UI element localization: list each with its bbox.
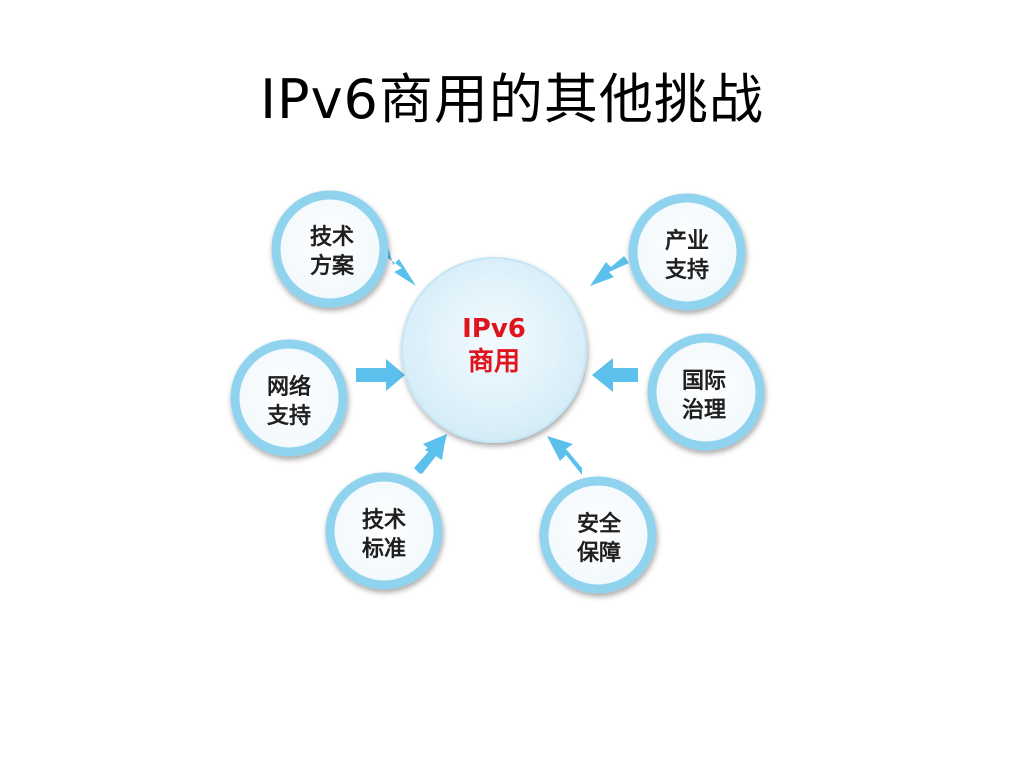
node-network-support xyxy=(230,339,348,457)
center-label-line1: IPv6 xyxy=(462,314,526,344)
node-intl-governance-line2: 治理 xyxy=(682,397,726,423)
node-network-support-line2: 支持 xyxy=(267,404,311,429)
arrow-intl-governance xyxy=(592,358,638,392)
node-industry-support xyxy=(628,193,746,311)
node-security-line1: 安全 xyxy=(577,511,622,537)
node-tech-standard xyxy=(325,472,443,590)
node-tech-standard-line2: 标准 xyxy=(362,536,406,562)
arrow-security xyxy=(547,436,582,475)
arrow-network-support xyxy=(356,359,405,391)
arrow-industry-support xyxy=(590,256,629,286)
center-node xyxy=(401,257,587,443)
arrow-tech-standard xyxy=(414,434,447,474)
node-security-line2: 保障 xyxy=(576,540,621,566)
node-tech-standard-line1: 技术 xyxy=(362,508,406,533)
node-intl-governance-line1: 国际 xyxy=(682,369,726,394)
arrow-tech-solution xyxy=(382,246,416,286)
node-intl-governance xyxy=(647,333,765,451)
center-label-line2: 商用 xyxy=(468,346,520,377)
node-tech-solution xyxy=(271,190,389,308)
slide-title: IPv6商用的其他挑战 xyxy=(260,68,764,131)
node-network-support-line1: 网络 xyxy=(267,374,311,400)
node-industry-support-line1: 产业 xyxy=(665,229,709,254)
node-tech-solution-line1: 技术 xyxy=(310,225,354,250)
node-tech-solution-line2: 方案 xyxy=(310,253,355,279)
node-industry-support-line2: 支持 xyxy=(665,258,709,283)
node-security xyxy=(539,476,657,594)
